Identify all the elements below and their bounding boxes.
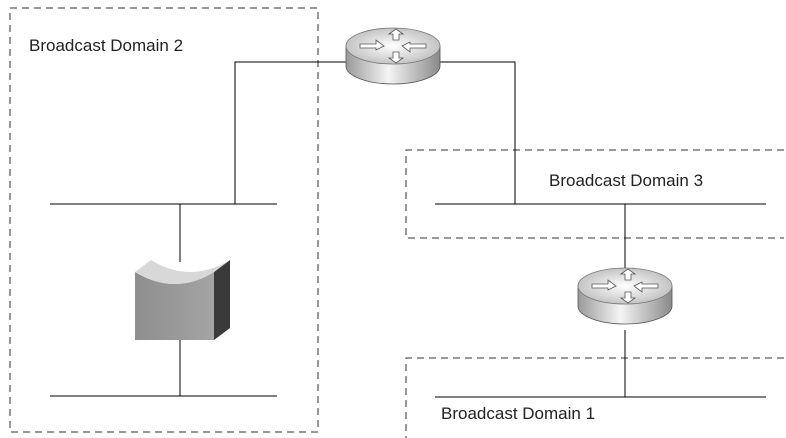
broadcast-domain-1-label: Broadcast Domain 1: [441, 404, 596, 423]
network-links: [50, 61, 766, 398]
broadcast-domain-3-label: Broadcast Domain 3: [549, 171, 704, 190]
broadcast-domain-2-label: Broadcast Domain 2: [29, 36, 184, 55]
router-icon: [577, 267, 673, 325]
broadcast-domain-2-boundary: [9, 7, 319, 433]
switch-icon: [135, 260, 230, 340]
router-icon: [345, 27, 441, 85]
link-router-top-to-domain-3: [440, 61, 516, 204]
broadcast-domain-3-boundary: [405, 149, 784, 239]
broadcast-domain-1-boundary: [405, 357, 784, 438]
link-router-top-to-domain-2: [234, 61, 346, 204]
